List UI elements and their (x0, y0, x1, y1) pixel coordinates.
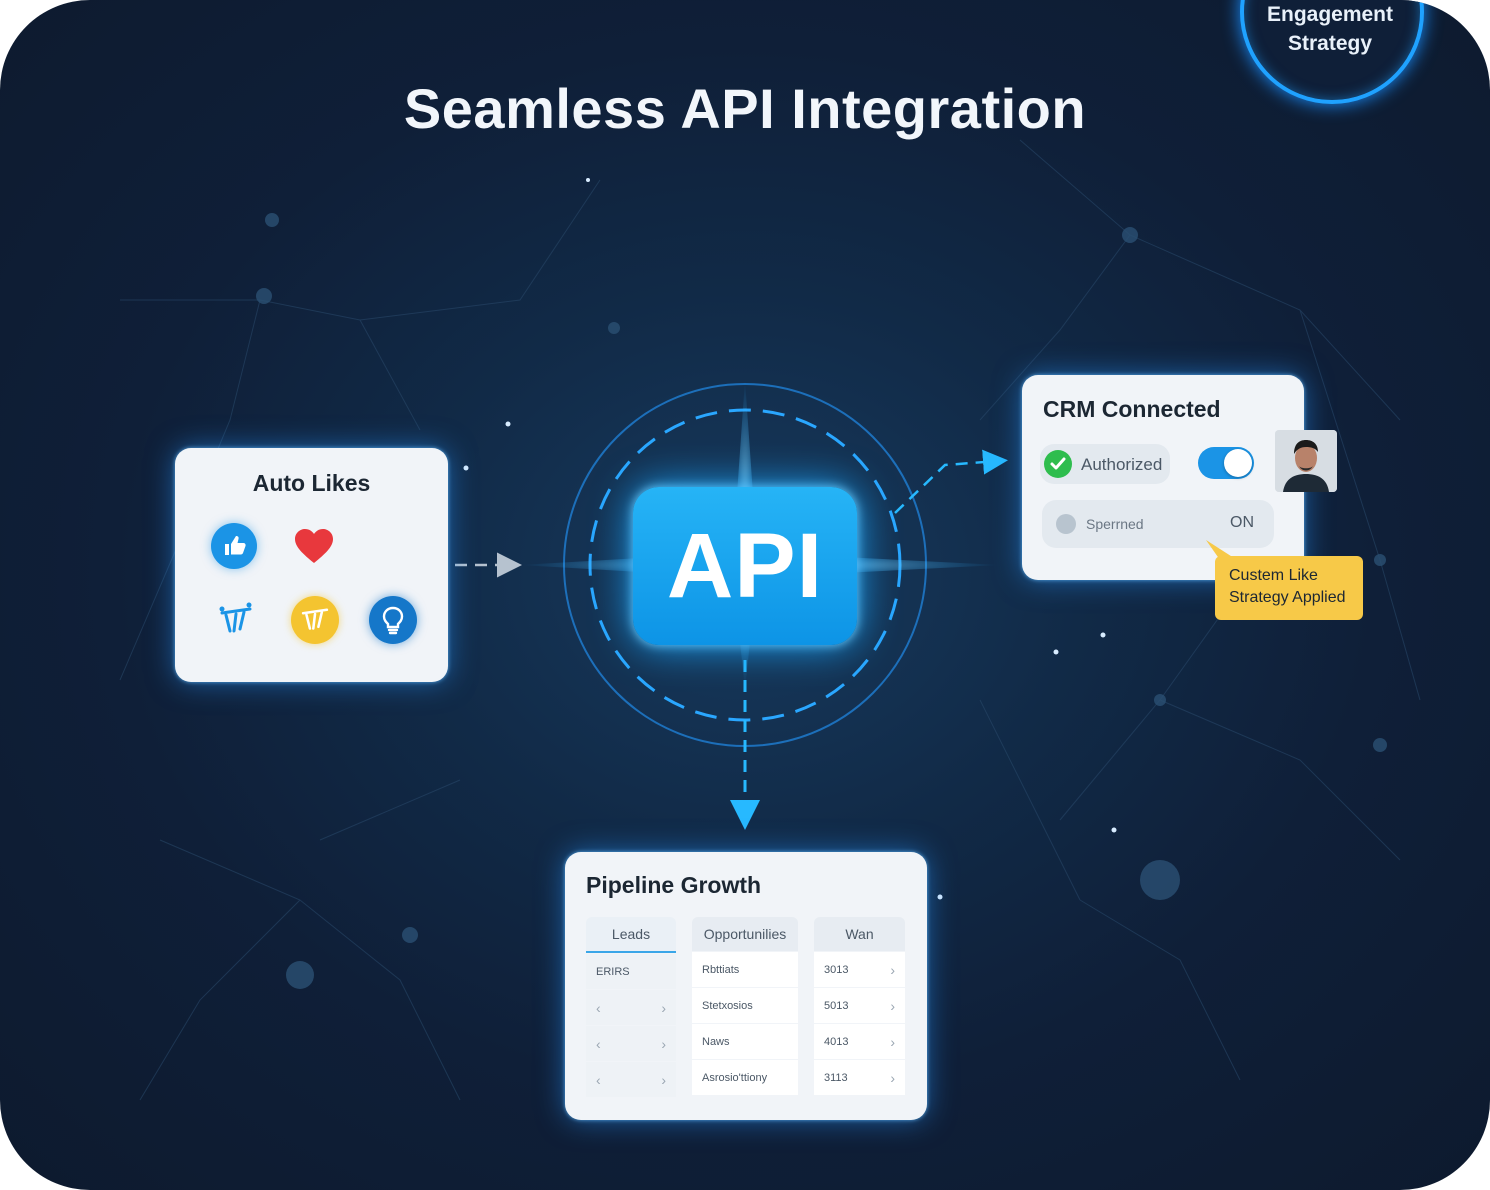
status-label: Sperrned (1086, 516, 1144, 532)
opportunities-cell-text: Naws (702, 1035, 730, 1048)
won-column: Wan 3013 › 5013 › 4013 › 3113 › (814, 917, 905, 1095)
chevron-left-icon[interactable]: ‹ (596, 1071, 601, 1088)
toggle-knob (1224, 449, 1252, 477)
status-value: ON (1230, 514, 1254, 531)
badge-label: Engagement Strategy (1248, 0, 1412, 58)
status-dot-icon (1056, 514, 1076, 534)
leads-cell-text: ERIRS (596, 965, 630, 978)
won-cell[interactable]: 3113 › (814, 1060, 905, 1095)
chevron-right-icon[interactable]: › (661, 1035, 666, 1052)
leads-cell[interactable]: ‹› (586, 1026, 676, 1061)
auto-likes-title: Auto Likes (252, 470, 371, 496)
opportunities-header[interactable]: Opportunilies (692, 917, 798, 951)
authorized-pill[interactable]: Authorized (1040, 444, 1170, 484)
heart-icon[interactable] (291, 523, 337, 569)
celebrate-icon[interactable] (213, 598, 259, 644)
auto-likes-card[interactable]: Auto Likes (175, 448, 448, 682)
chevron-right-icon[interactable]: › (890, 1033, 895, 1050)
page-title: Seamless API Integration (403, 77, 1087, 140)
support-icon[interactable] (291, 596, 339, 644)
won-header[interactable]: Wan (814, 917, 905, 951)
chevron-right-icon[interactable]: › (890, 1069, 895, 1086)
tooltip-line-2: Strategy Applied (1229, 589, 1346, 606)
won-cell-text: 5013 (824, 999, 849, 1012)
strategy-tooltip: Custem Like Strategy Applied (1215, 556, 1363, 620)
crm-card[interactable]: CRM Connected Authorized Sperrned ON (1022, 375, 1304, 580)
leads-cell[interactable]: ‹› (586, 990, 676, 1025)
check-icon (1044, 450, 1072, 478)
won-cell-text: 4013 (824, 1035, 849, 1048)
crm-connector (894, 449, 1008, 514)
chevron-left-icon[interactable]: ‹ (596, 999, 601, 1016)
won-cell[interactable]: 5013 › (814, 988, 905, 1023)
badge-line-1: Engagement (1266, 3, 1394, 26)
opportunities-cell[interactable]: Stetxosios (692, 988, 798, 1023)
leads-cell[interactable]: ‹› (586, 1062, 676, 1097)
badge-line-2: Strategy (1287, 32, 1373, 55)
leads-cell[interactable]: ERIRS (586, 954, 676, 989)
won-cell-text: 3013 (824, 963, 849, 976)
won-cell-text: 3113 (824, 1071, 848, 1084)
won-cell[interactable]: 4013 › (814, 1024, 905, 1059)
api-hub[interactable]: API (633, 487, 857, 645)
opportunities-cell-text: Stetxosios (702, 999, 753, 1012)
opportunities-cell-text: Rbttiats (702, 963, 740, 976)
chevron-right-icon[interactable]: › (661, 999, 666, 1016)
thumbs-up-icon[interactable] (211, 523, 257, 569)
opportunities-column: Opportunilies Rbttiats Stetxosios Naws A… (692, 917, 798, 1095)
leads-column: Leads ERIRS ‹› ‹› ‹› (586, 917, 676, 1097)
tooltip-line-1: Custem Like (1229, 567, 1318, 584)
opportunities-cell[interactable]: Naws (692, 1024, 798, 1059)
avatar[interactable] (1275, 430, 1337, 492)
chevron-right-icon[interactable]: › (890, 961, 895, 978)
api-label: API (666, 514, 824, 617)
pipeline-title: Pipeline Growth (586, 872, 762, 898)
leads-header[interactable]: Leads (586, 917, 676, 953)
chevron-right-icon[interactable]: › (661, 1071, 666, 1088)
status-row[interactable]: Sperrned ON (1042, 500, 1274, 548)
won-cell[interactable]: 3013 › (814, 952, 905, 987)
authorized-label: Authorized (1081, 455, 1163, 474)
chevron-right-icon[interactable]: › (890, 997, 895, 1014)
crm-toggle[interactable] (1198, 447, 1254, 479)
crm-title: CRM Connected (1043, 396, 1221, 422)
opportunities-cell[interactable]: Asrosio'ttiony (692, 1060, 798, 1095)
chevron-left-icon[interactable]: ‹ (596, 1035, 601, 1052)
opportunities-cell-text: Asrosio'ttiony (702, 1071, 768, 1084)
opportunities-cell[interactable]: Rbttiats (692, 952, 798, 987)
lightbulb-icon[interactable] (369, 596, 417, 644)
tooltip-pointer (1206, 540, 1234, 560)
